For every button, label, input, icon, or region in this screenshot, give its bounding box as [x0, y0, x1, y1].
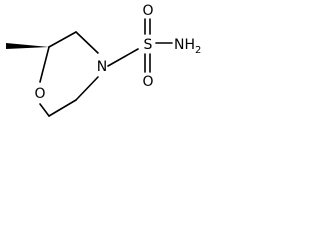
bond-c5-c6: [48, 99, 77, 117]
atom-oxygen-bottom: O: [142, 74, 153, 90]
atom-oxygen-top: O: [142, 3, 153, 19]
bond-o1-c2: [39, 46, 50, 83]
bond-n-s: [107, 48, 139, 67]
bond-c6-o1: [39, 103, 50, 117]
bond-c3-n4: [75, 31, 99, 54]
bond-c2-c3: [48, 31, 77, 48]
bond-n4-c5: [75, 76, 99, 101]
atom-sulfur: S: [144, 37, 153, 53]
atom-nitrogen-ring: N: [97, 59, 107, 75]
atom-amine: NH2: [174, 37, 201, 56]
amine-subscript: 2: [195, 45, 201, 56]
amine-label: NH: [174, 37, 195, 53]
atom-oxygen-ring: O: [34, 86, 45, 102]
wedge-bond-methyl: [6, 43, 49, 49]
chemical-structure: O N S O O NH2: [6, 3, 201, 117]
